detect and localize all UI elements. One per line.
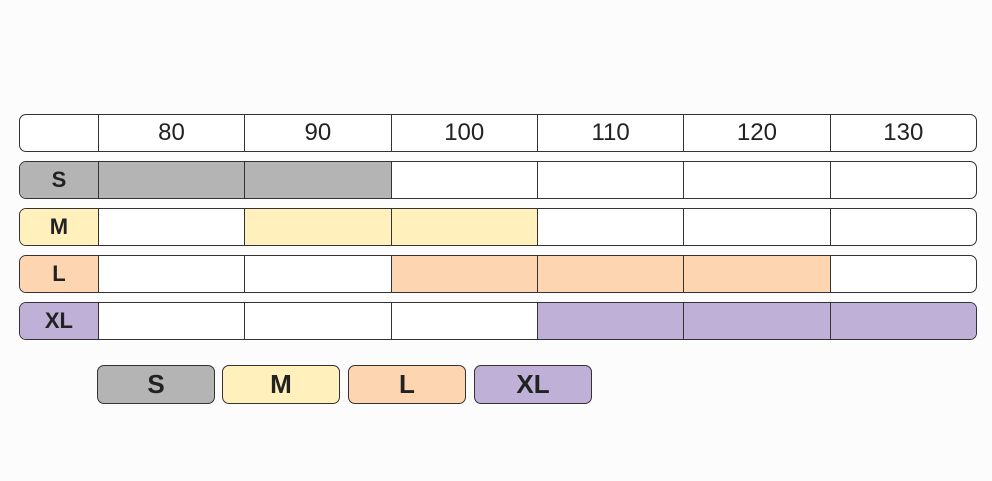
column-header: 80 <box>97 115 244 151</box>
size-row-l: L <box>19 255 977 293</box>
empty-cell <box>97 256 244 292</box>
empty-cell <box>390 303 537 339</box>
size-range-cell <box>244 209 391 245</box>
size-row-xl: XL <box>19 302 977 340</box>
legend-item-s: S <box>97 365 215 404</box>
size-label: XL <box>20 303 98 339</box>
header-corner-cell <box>20 115 98 151</box>
column-header: 110 <box>536 115 683 151</box>
empty-cell <box>683 162 829 198</box>
size-range-cell <box>536 303 684 339</box>
size-range-cell <box>829 303 976 339</box>
size-range-cell <box>97 162 245 198</box>
size-range-cell <box>390 209 537 245</box>
size-label: M <box>20 209 98 245</box>
column-header: 90 <box>244 115 390 151</box>
empty-cell <box>244 256 390 292</box>
empty-cell <box>244 303 390 339</box>
column-header: 130 <box>829 115 976 151</box>
empty-cell <box>97 209 244 245</box>
size-range-cell <box>683 256 830 292</box>
empty-cell <box>829 209 976 245</box>
size-label: S <box>20 162 98 198</box>
size-range-cell <box>536 256 684 292</box>
legend-item-xl: XL <box>474 365 592 404</box>
size-range-cell <box>390 256 537 292</box>
empty-cell <box>97 303 244 339</box>
empty-cell <box>829 256 976 292</box>
size-label: L <box>20 256 98 292</box>
legend-item-l: L <box>348 365 466 404</box>
empty-cell <box>536 209 683 245</box>
empty-cell <box>683 209 829 245</box>
size-range-cell <box>244 162 391 198</box>
column-header: 120 <box>683 115 829 151</box>
legend-item-m: M <box>222 365 340 404</box>
column-header: 100 <box>390 115 537 151</box>
size-row-s: S <box>19 161 977 199</box>
size-range-cell <box>683 303 830 339</box>
empty-cell <box>829 162 976 198</box>
empty-cell <box>536 162 683 198</box>
empty-cell <box>390 162 537 198</box>
size-row-m: M <box>19 208 977 246</box>
